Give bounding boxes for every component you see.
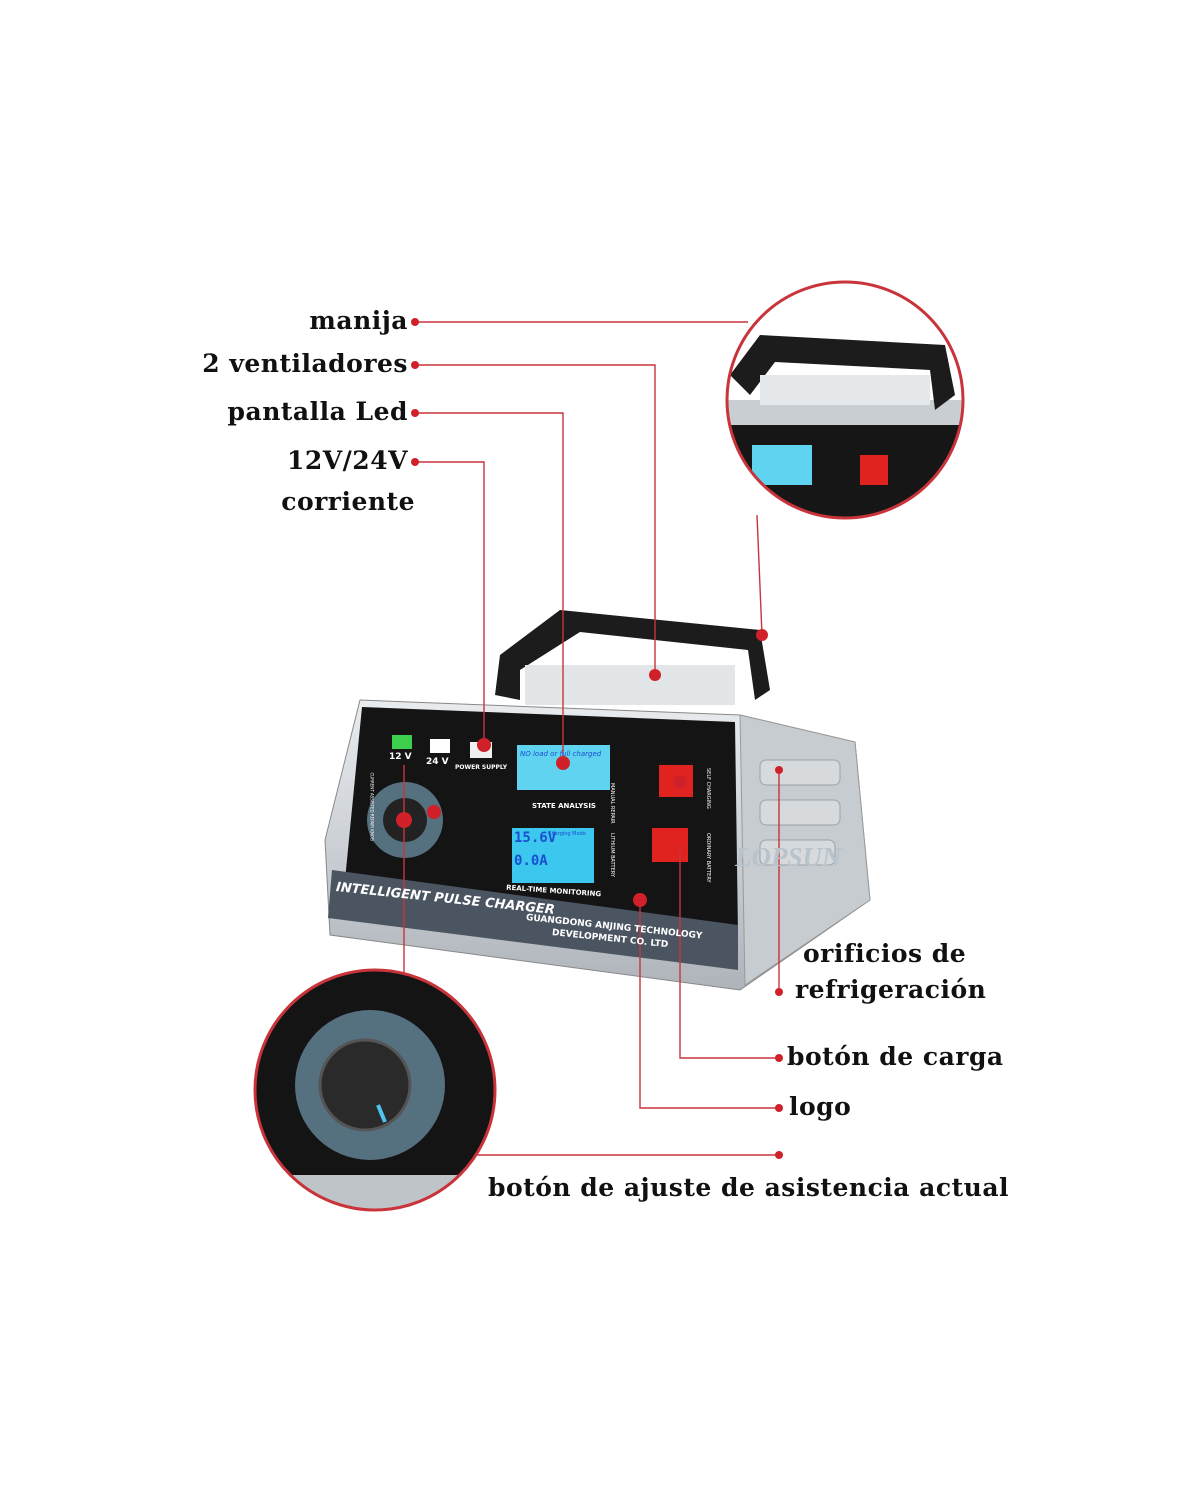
callout-charge-button: botón de carga xyxy=(787,1042,1004,1071)
handle-base xyxy=(525,665,735,705)
state-screen-text: NO load or full charged xyxy=(520,750,602,758)
led-12v-indicator xyxy=(392,735,412,749)
callout-dots xyxy=(396,318,783,1159)
callout-handle: manija xyxy=(309,306,408,335)
callout-cooling-1: orificios de xyxy=(803,939,967,968)
knob-magnifier xyxy=(253,968,497,1212)
led-24v-indicator xyxy=(430,739,450,753)
label-12v: 12 V xyxy=(389,752,412,762)
watermark: LOPSUN xyxy=(735,842,842,872)
charging-mode-text: Charging Mode xyxy=(548,831,586,837)
handle xyxy=(495,610,770,705)
callout-led-screen: pantalla Led xyxy=(227,397,408,426)
callout-assist-knob: botón de ajuste de asistencia actual xyxy=(488,1173,1010,1202)
label-power-supply: POWER SUPPLY xyxy=(455,764,508,771)
current-reading: 0.0A xyxy=(514,853,548,869)
handle-magnifier xyxy=(725,280,965,520)
callout-logo: logo xyxy=(789,1092,852,1121)
switch2-label: LITHIUM BATTERY xyxy=(609,833,615,877)
switch1-label: MANUAL REPAIR xyxy=(609,783,615,824)
front-panel xyxy=(345,707,738,935)
callout-lines xyxy=(295,321,780,1156)
label-24v: 24 V xyxy=(426,757,449,767)
callout-voltage: 12V/24V xyxy=(286,446,408,475)
voltage-reading: 15.6V xyxy=(514,830,557,846)
monitor-lcd xyxy=(512,828,594,883)
switch1-side-label: SELF CHARGING xyxy=(705,768,711,809)
callout-cooling-2: refrigeración xyxy=(795,975,987,1004)
label-state-analysis: STATE ANALYSIS xyxy=(532,802,596,810)
callout-fans: 2 ventiladores xyxy=(202,349,408,378)
knob-label: CURRENT ASSISTED REPAIR KNOB xyxy=(369,772,375,841)
brand-strip xyxy=(328,870,738,970)
switch2-side-label: ORDINARY BATTERY xyxy=(705,833,711,883)
callout-current: corriente xyxy=(281,487,415,516)
mode-switch-2 xyxy=(652,828,688,862)
